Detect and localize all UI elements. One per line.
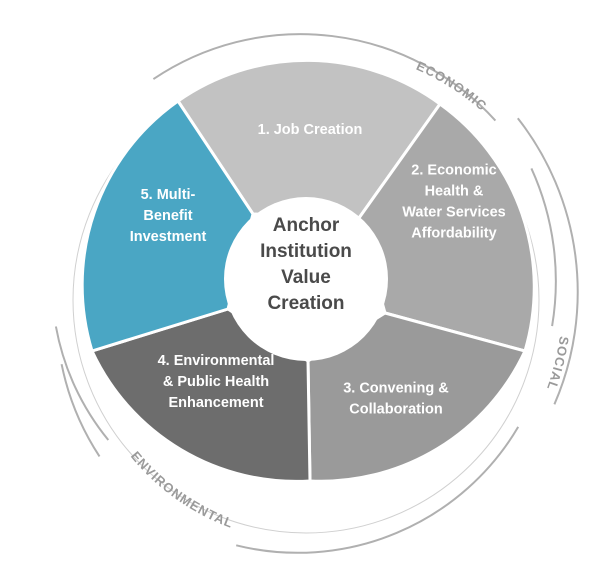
segment-economic-health <box>357 101 536 353</box>
segment-label-line: Water Services <box>402 205 505 221</box>
environmental-ring-arc-lower <box>60 364 101 457</box>
segment-label-line: Investment <box>130 229 207 245</box>
segment-label-line: Benefit <box>143 208 192 224</box>
segment-label-line: 1. Job Creation <box>258 122 363 138</box>
center-label-line: Institution <box>260 241 352 262</box>
segment-label-line: 3. Convening & <box>343 381 449 397</box>
segment-label-line: Affordability <box>411 226 496 242</box>
outer-ring-arcs <box>54 33 579 554</box>
segment-label-line: Enhancement <box>168 395 263 411</box>
social-ring-arc-outer <box>530 167 557 327</box>
segment-convening <box>306 311 528 483</box>
segment-label-line: 5. Multi- <box>141 187 196 203</box>
environmental-ring-arc-upper <box>54 326 110 441</box>
segment-label-job-creation: 1. Job Creation <box>258 122 363 138</box>
segment-environmental <box>89 307 312 483</box>
center-label-line: Value <box>281 267 331 288</box>
social-ring-arc-inner <box>517 117 579 405</box>
segment-label-line: 4. Environmental <box>158 353 275 369</box>
segment-job-creation <box>175 58 443 220</box>
segment-label-line: & Public Health <box>163 374 269 390</box>
center-label-line: Anchor <box>273 215 340 236</box>
segment-label-convening: 3. Convening & Collaboration <box>343 381 449 418</box>
center-circle <box>224 197 388 361</box>
economic-ring-arc <box>152 33 497 122</box>
environmental-ring-arc-bottom <box>235 426 520 554</box>
segment-multi-benefit <box>80 98 255 353</box>
segment-label-line: Health & <box>425 184 484 200</box>
segment-label-line: 2. Economic <box>411 163 496 179</box>
center-label-line: Creation <box>267 293 344 314</box>
segment-label-line: Collaboration <box>349 402 442 418</box>
